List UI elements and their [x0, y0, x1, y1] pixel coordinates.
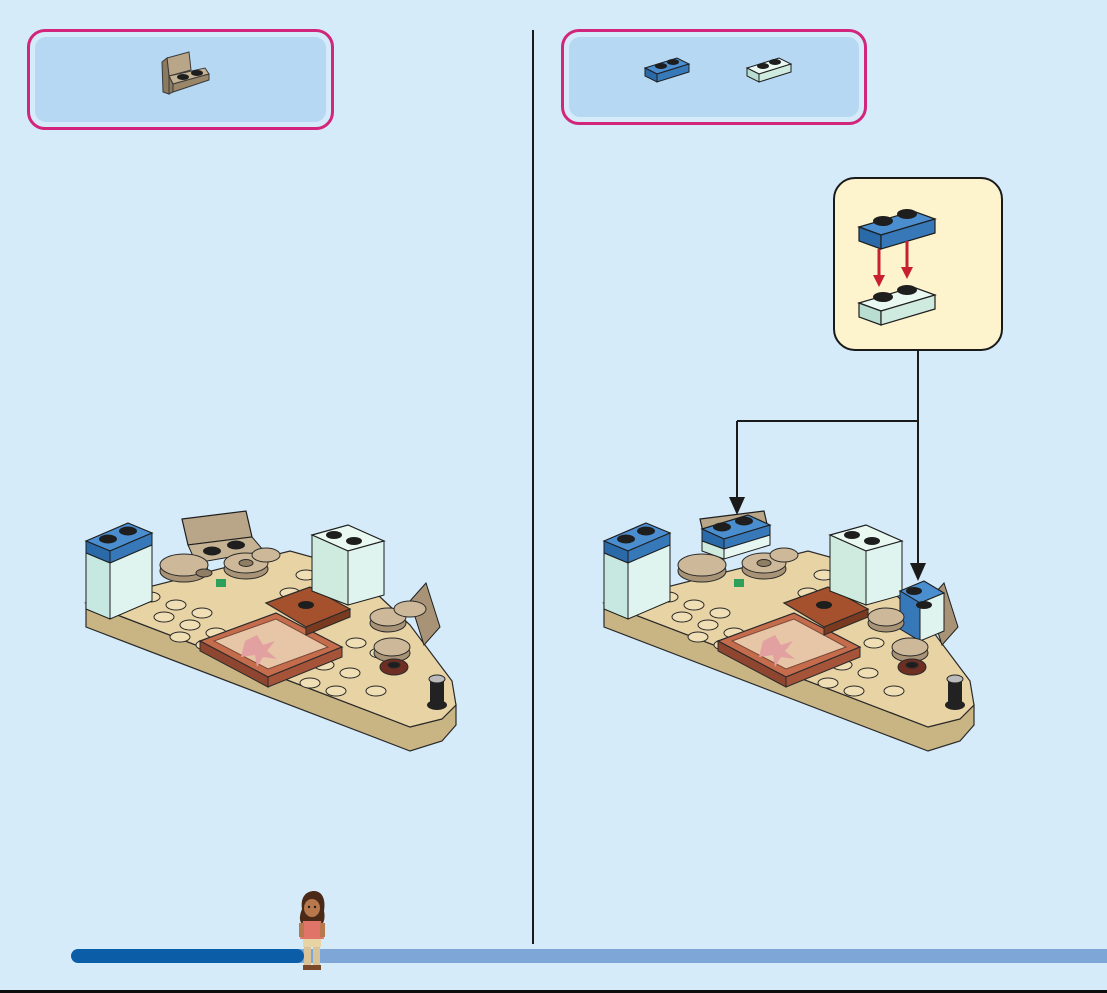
step-divider — [532, 30, 534, 944]
parts-callout-right-inner — [569, 37, 859, 117]
progress-bar — [71, 949, 1107, 963]
model-after — [598, 505, 978, 755]
model-before — [80, 505, 460, 755]
parts-callout-left-inner — [35, 37, 326, 122]
parts-callout-right — [561, 29, 867, 125]
blue-plate-part — [641, 52, 693, 92]
tan-bracket-part — [157, 50, 213, 102]
light-aqua-plate-part — [743, 52, 795, 92]
subassembly-diagram — [835, 179, 1005, 353]
parts-callout-left — [27, 29, 334, 130]
minifigure-progress-marker — [294, 891, 330, 973]
progress-bar-fill — [71, 949, 304, 963]
subassembly-callout — [833, 177, 1003, 351]
